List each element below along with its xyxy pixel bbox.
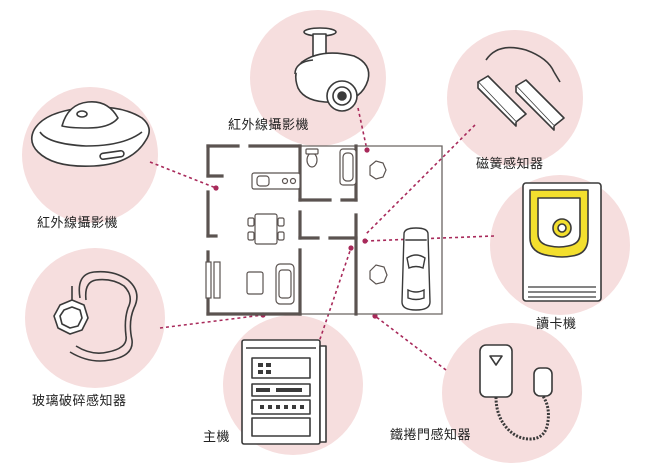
glass-break-sensor-icon <box>53 270 138 362</box>
connector-lines <box>149 107 495 371</box>
connector-card-reader <box>364 235 495 242</box>
dome-ir-camera-icon <box>30 101 150 168</box>
ceiling-ir-camera-icon <box>294 27 370 112</box>
label-glass-break-sensor: 玻璃破碎感知器 <box>32 394 127 409</box>
connector-glass-break <box>159 314 264 329</box>
magnetic-reed-sensor-icon <box>477 46 565 131</box>
floor-plan <box>205 144 443 316</box>
bg-circle-glass-break <box>25 248 165 388</box>
label-control-panel: 主機 <box>203 430 231 445</box>
label-card-reader: 讀卡機 <box>536 317 577 332</box>
connector-dot <box>348 245 354 251</box>
connector-ceiling-camera <box>357 107 368 151</box>
rolling-shutter-sensor-icon <box>479 344 553 441</box>
label-dome-ir-camera: 紅外線攝影機 <box>37 216 119 231</box>
connector-dot <box>372 313 378 319</box>
connector-shutter-sensor <box>374 315 447 371</box>
card-reader-icon <box>522 182 602 302</box>
car-icon <box>401 227 431 311</box>
connector-dot <box>213 185 219 191</box>
connector-dot <box>364 147 370 153</box>
label-reed-sensor: 磁簧感知器 <box>476 157 544 172</box>
control-panel-icon <box>241 339 327 445</box>
bg-circle-reed-sensor <box>447 30 583 166</box>
connector-reed-sensor <box>364 124 476 236</box>
label-shutter-sensor: 鐵捲門感知器 <box>390 428 472 443</box>
label-ceiling-ir-camera: 紅外線攝影機 <box>228 118 310 133</box>
connector-control-panel <box>317 247 352 346</box>
connector-dot <box>362 238 368 244</box>
connector-dome-camera <box>149 161 217 189</box>
